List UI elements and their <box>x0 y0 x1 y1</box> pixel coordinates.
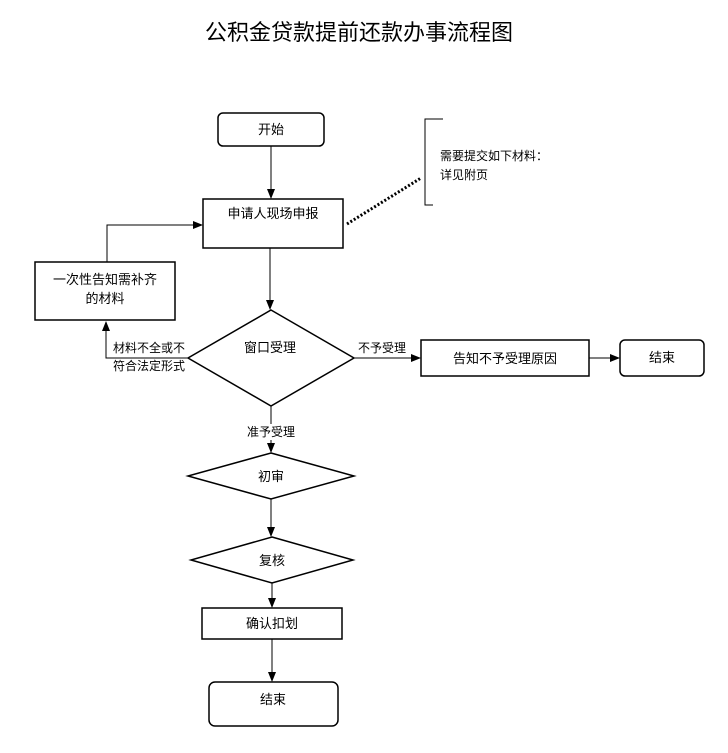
annotation-bracket <box>424 118 443 206</box>
apply-node <box>202 198 344 249</box>
notice-label-line2: 的材料 <box>85 291 124 307</box>
reject-node <box>420 339 590 377</box>
end-right-label: 结束 <box>649 351 675 366</box>
window-node <box>186 309 356 407</box>
edge-incomplete-line2: 符合法定形式 <box>113 358 185 373</box>
confirm-label: 确认扣划 <box>246 617 298 632</box>
annotation-line2: 详见附页 <box>440 167 488 182</box>
second-review-label: 复核 <box>259 554 285 569</box>
edge-notice-apply <box>106 221 203 262</box>
edge-window-notice <box>102 321 188 359</box>
annotation-line1: 需要提交如下材料： <box>440 148 548 163</box>
reject-label: 告知不予受理原因 <box>453 351 557 367</box>
edge-accept-label: 准予受理 <box>247 425 295 439</box>
start-label: 开始 <box>258 123 284 138</box>
first-review-label: 初审 <box>258 470 284 485</box>
edge-not-accept-label: 不予受理 <box>358 341 406 355</box>
notice-node <box>34 261 176 321</box>
diagram-title: 公积金贷款提前还款办事流程图 <box>205 21 513 46</box>
notice-label-line1: 一次性告知需补齐 <box>53 272 157 288</box>
accept-label-bg <box>244 424 298 440</box>
end-bottom-label: 结束 <box>260 693 286 708</box>
apply-label: 申请人现场申报 <box>227 207 318 222</box>
annotation-connector <box>346 176 422 226</box>
end-bottom-node <box>208 681 339 727</box>
end-right-node <box>619 339 705 377</box>
window-label: 窗口受理 <box>244 340 296 356</box>
edge-incomplete-line1: 材料不全或不 <box>113 340 185 355</box>
